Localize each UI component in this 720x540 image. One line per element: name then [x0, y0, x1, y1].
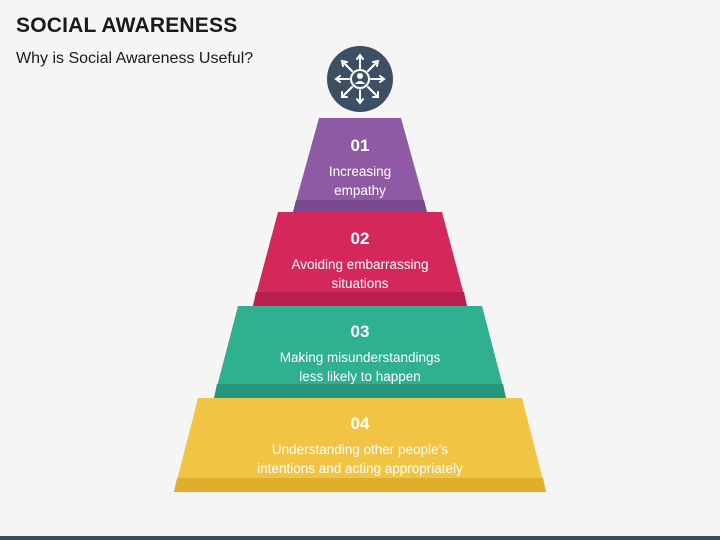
tier-2-number: 02: [350, 229, 370, 248]
footer-bar: [0, 536, 720, 540]
tier-3-line2: less likely to happen: [299, 369, 421, 384]
tier-4-number: 04: [350, 414, 370, 433]
tier-4-line1: Understanding other people’s: [271, 442, 449, 457]
tier-1-shade: [293, 200, 427, 212]
tier-4-line2: intentions and acting appropriately: [257, 461, 463, 476]
tier-2-face: [253, 212, 467, 306]
tier-2-line2: situations: [331, 276, 389, 291]
tier-2-shade: [253, 292, 467, 306]
tier-1-face: [293, 118, 427, 212]
tier-4-shade: [174, 478, 546, 492]
tier-1-line1: Increasing: [328, 164, 392, 179]
tier-3-number: 03: [350, 322, 370, 341]
page-title: SOCIAL AWARENESS: [16, 14, 238, 37]
tier-3-line1: Making misunderstandings: [279, 350, 441, 365]
tier-4-face: [174, 398, 546, 492]
tier-3-shade: [214, 384, 506, 398]
page-subtitle: Why is Social Awareness Useful?: [16, 50, 254, 67]
tier-3-face: [214, 306, 506, 398]
tier-2-line1: Avoiding embarrassing: [291, 257, 429, 272]
tier-1-line2: empathy: [334, 183, 386, 198]
people-network-icon: [326, 45, 394, 113]
tier-1-number: 01: [350, 136, 370, 155]
